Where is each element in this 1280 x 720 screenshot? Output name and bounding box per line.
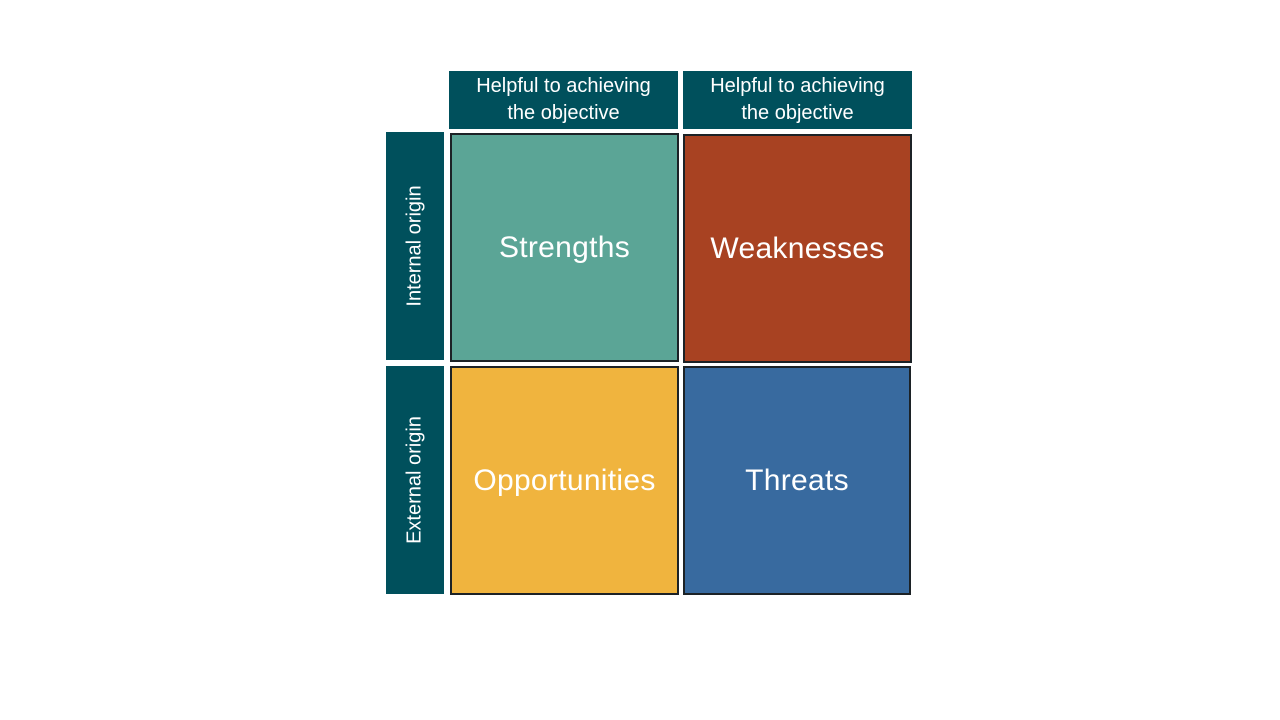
threats-quadrant: Threats: [683, 366, 911, 595]
row-header-internal-label: Internal origin: [403, 185, 426, 307]
row-header-external: External origin: [386, 366, 444, 594]
weaknesses-quadrant: Weaknesses: [683, 134, 912, 363]
row-header-external-label: External origin: [403, 416, 426, 544]
strengths-quadrant: Strengths: [450, 133, 679, 362]
column-header-1: Helpful to achieving the objective: [449, 71, 678, 129]
opportunities-quadrant: Opportunities: [450, 366, 679, 595]
column-header-2: Helpful to achieving the objective: [683, 71, 912, 129]
row-header-internal: Internal origin: [386, 132, 444, 360]
